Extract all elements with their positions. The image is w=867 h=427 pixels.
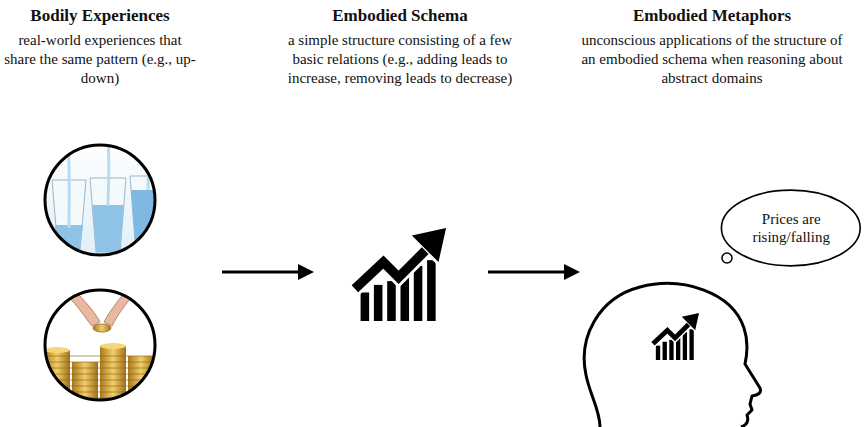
- rising-chart-icon: [355, 228, 446, 321]
- arrow-head: [298, 264, 314, 280]
- rising-chart-icon: [653, 313, 699, 360]
- column-description: real-world experiences that share the sa…: [2, 31, 198, 88]
- head-outline: [584, 284, 760, 427]
- column-description: unconscious applications of the structur…: [581, 31, 843, 88]
- picture-frame: [45, 145, 155, 255]
- picture-frame: [45, 290, 155, 400]
- thought-dot: [722, 253, 732, 263]
- coins-picture: [40, 285, 160, 412]
- column-description: a simple structure consisting of a few b…: [284, 31, 516, 88]
- column-heading: Bodily Experiences: [0, 6, 220, 26]
- thought-bubble: Prices are rising/falling: [720, 189, 862, 267]
- flow-arrow: [488, 271, 566, 274]
- bubble-text: Prices are rising/falling: [743, 210, 839, 246]
- flow-arrow: [222, 271, 300, 274]
- column-heading: Embodied Schema: [270, 6, 530, 26]
- water-glasses-picture: [40, 140, 166, 260]
- bubble-outline: [720, 189, 862, 267]
- column-heading: Embodied Metaphors: [582, 6, 842, 26]
- arrow-head: [564, 264, 580, 280]
